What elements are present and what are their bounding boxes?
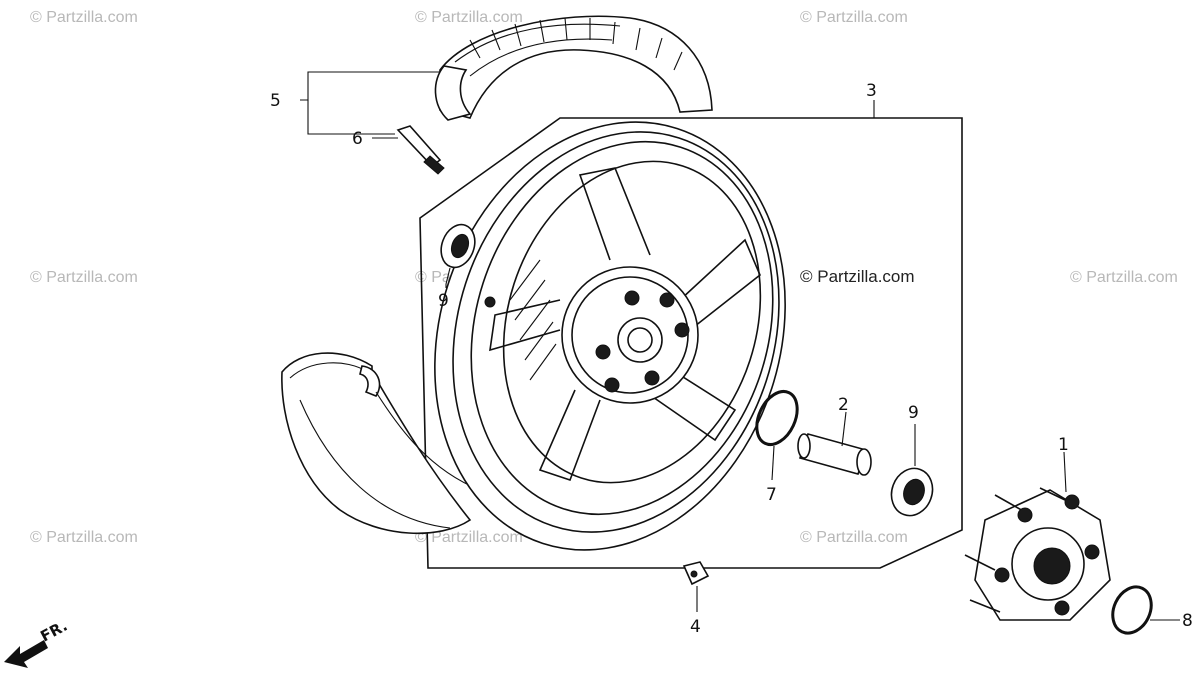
wheel-rim bbox=[434, 121, 786, 551]
tire-upper bbox=[434, 15, 713, 121]
callout-6[interactable]: 6 bbox=[352, 129, 363, 149]
callout-7[interactable]: 7 bbox=[766, 485, 777, 505]
o-ring-8 bbox=[1111, 585, 1153, 635]
callout-3[interactable]: 3 bbox=[866, 81, 877, 101]
watermark-text: © Partzilla.com bbox=[800, 9, 908, 26]
watermark-text: © Partzilla.com bbox=[800, 529, 908, 546]
watermark-text: © Partzilla.com bbox=[415, 9, 523, 26]
drive-flange bbox=[964, 487, 1111, 621]
callout-labels: 5 6 3 9 2 9 7 1 4 8 bbox=[270, 81, 1193, 637]
inner-tube bbox=[281, 352, 481, 535]
watermark-layer: © Partzilla.com © Partzilla.com © Partzi… bbox=[30, 9, 1178, 546]
watermark-text: © Partzilla.com bbox=[30, 9, 138, 26]
callout-5[interactable]: 5 bbox=[270, 91, 281, 111]
watermark-text: © Partzilla.com bbox=[30, 269, 138, 286]
callout-2[interactable]: 2 bbox=[838, 395, 849, 415]
watermark-main: © Partzilla.com bbox=[800, 267, 915, 286]
bearing-left bbox=[440, 223, 476, 285]
distance-collar bbox=[797, 433, 872, 476]
callout-9-left[interactable]: 9 bbox=[438, 291, 449, 311]
callout-4[interactable]: 4 bbox=[690, 617, 701, 637]
assembly-frame bbox=[419, 117, 963, 569]
valve bbox=[396, 125, 445, 175]
o-ring-7 bbox=[755, 390, 799, 446]
callout-9-right[interactable]: 9 bbox=[908, 403, 919, 423]
leader-lines bbox=[300, 71, 1180, 621]
bearing-right bbox=[890, 467, 934, 517]
callout-8[interactable]: 8 bbox=[1182, 611, 1193, 631]
balance-weight bbox=[682, 561, 710, 586]
watermark-text: © Partzilla.com bbox=[415, 529, 523, 546]
front-arrow-icon bbox=[4, 640, 48, 668]
front-direction-indicator: FR. bbox=[4, 617, 70, 668]
watermark-text: © Partzilla.com bbox=[1070, 269, 1178, 286]
watermark-text: © Partzilla.com bbox=[30, 529, 138, 546]
callout-1[interactable]: 1 bbox=[1058, 435, 1069, 455]
